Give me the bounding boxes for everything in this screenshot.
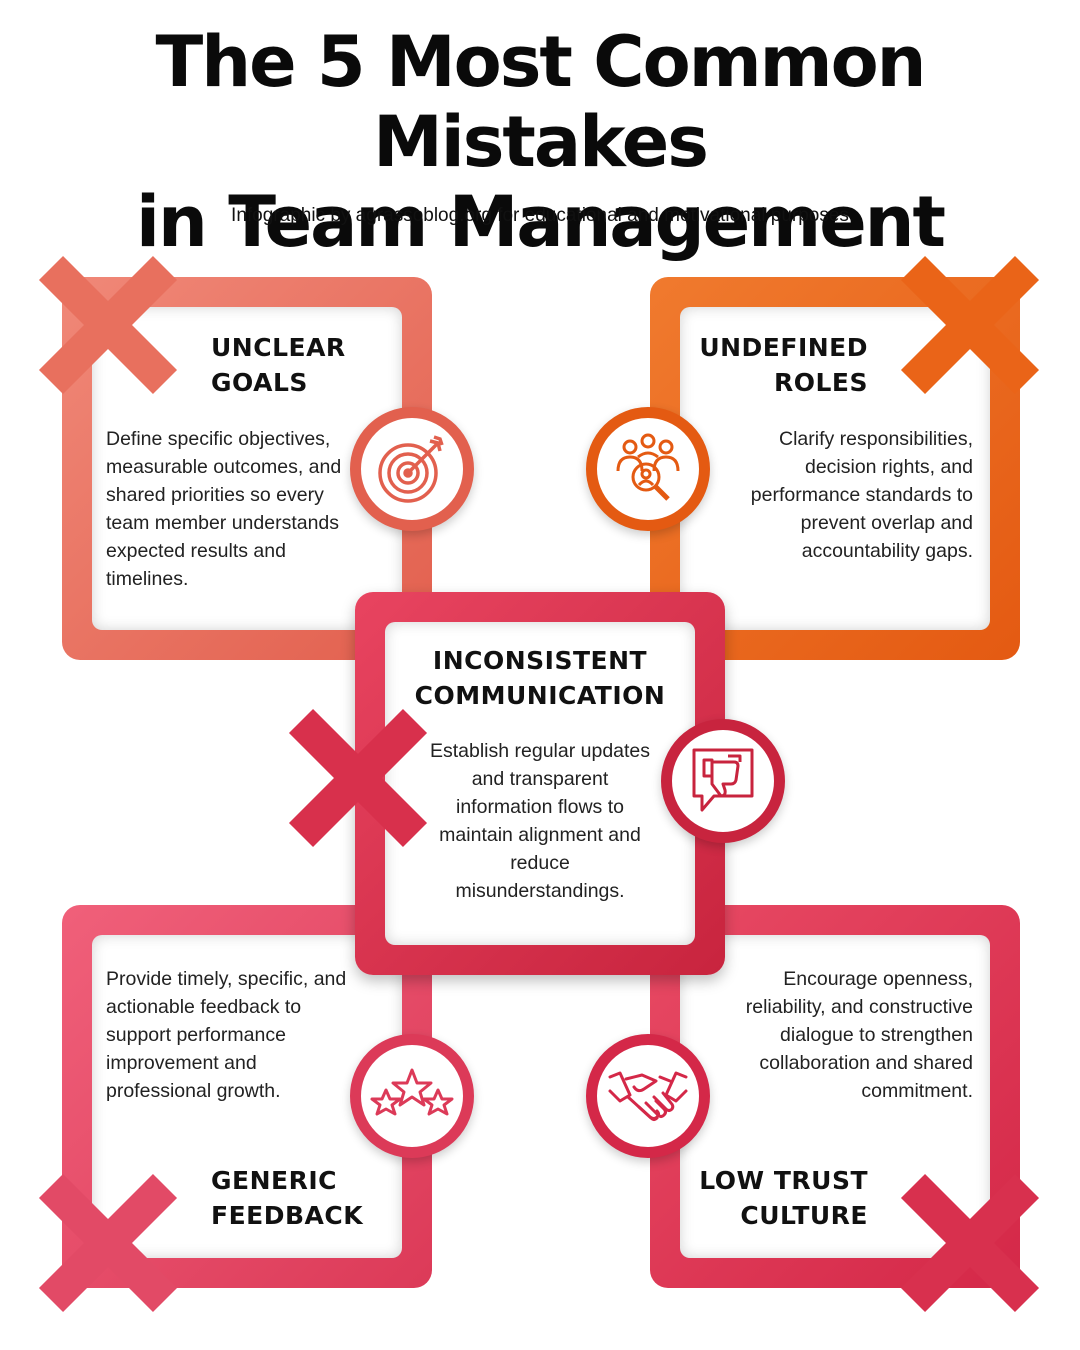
card-heading-low-trust-culture: LOW TRUST CULTURE [699, 1166, 868, 1230]
card-heading-unclear-goals: UNCLEAR GOALS [211, 333, 346, 397]
x-mark-icon [288, 708, 428, 848]
card-text-low-trust-culture: Encourage openness, reliability, and con… [745, 968, 973, 1102]
card-heading-generic-feedback: GENERIC FEEDBACK [211, 1166, 364, 1230]
title-line-2: in Team Management [136, 181, 946, 263]
card-low-trust-culture [650, 905, 1020, 1288]
card-text-generic-feedback: Provide timely, specific, and actionable… [106, 968, 347, 1102]
team-search-icon [586, 407, 710, 531]
page-title: The 5 Most Common Mistakes in Team Manag… [0, 22, 1080, 262]
x-mark-icon [38, 1173, 178, 1313]
subtitle: Infographic by agrassoblog.org for educa… [231, 205, 849, 226]
card-text-inconsistent-communication: Establish regular updates and transparen… [429, 740, 651, 902]
stars-icon [350, 1034, 474, 1158]
card-heading-undefined-roles: UNDEFINED ROLES [699, 333, 868, 397]
thumbs-down-chat-icon [661, 719, 785, 843]
handshake-icon [586, 1034, 710, 1158]
target-icon [350, 407, 474, 531]
x-mark-icon [900, 1173, 1040, 1313]
card-heading-inconsistent-communication: INCONSISTENT COMMUNICATION [414, 646, 666, 710]
card-text-undefined-roles: Clarify responsibilities, decision right… [750, 428, 973, 562]
card-unclear-goals [62, 277, 432, 660]
card-text-unclear-goals: Define specific objectives, measurable o… [106, 428, 342, 590]
x-mark-icon [38, 255, 178, 395]
x-mark-icon [900, 255, 1040, 395]
title-line-1: The 5 Most Common Mistakes [155, 21, 926, 183]
